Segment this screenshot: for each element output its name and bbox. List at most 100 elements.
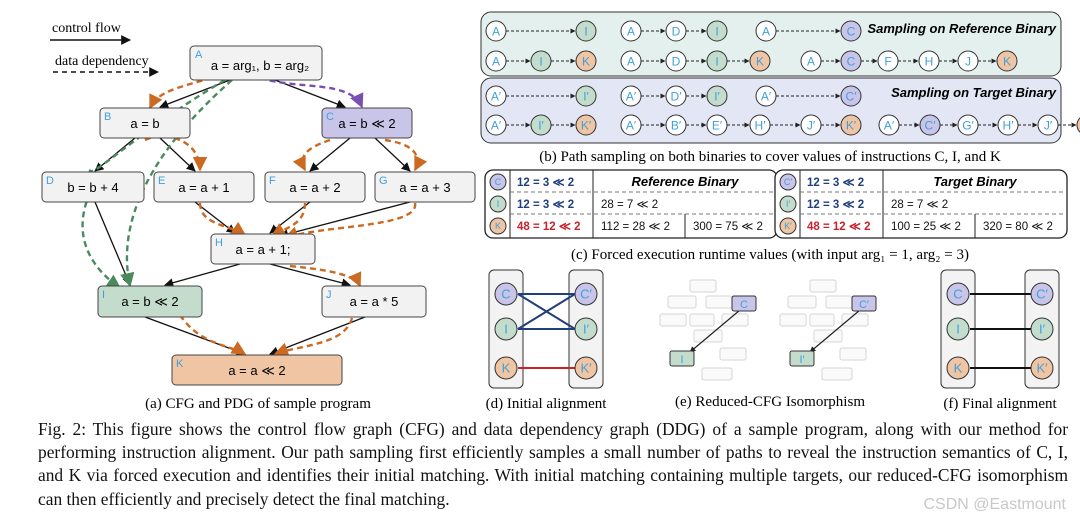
path-node-ref-row2-6-label: K — [756, 54, 764, 68]
align-final-left-2: K — [946, 356, 970, 380]
cfg-node-f-id: F — [269, 175, 276, 187]
path-node-tgt-row2-3-label: A′ — [626, 118, 637, 132]
cfg-node-h-id: H — [215, 237, 223, 249]
cfg-node-e: E a = a + 1 — [153, 171, 255, 203]
path-node-ref-row2-5-label: I — [715, 54, 718, 68]
cfg-node-k-id: K — [176, 358, 184, 370]
path-node-ref-row2-12-label: K — [1003, 54, 1011, 68]
path-node-ref-row2-11: J — [957, 50, 979, 72]
path-node-ref-row1-4-label: I — [715, 24, 718, 38]
path-node-tgt-row2-8: K′ — [840, 114, 862, 136]
iso-tgt-node-i: I′ — [789, 350, 815, 367]
path-node-tgt-row1-6: C′ — [840, 85, 862, 107]
path-node-tgt-row2-10: C′ — [919, 114, 941, 136]
path-node-ref-row1-6: C — [840, 20, 862, 42]
path-node-tgt-row2-4-label: B′ — [671, 118, 682, 132]
table-ref-cell-2-1: 112 = 28 ≪ 2 — [601, 221, 670, 233]
iso-ref-node-i: I — [669, 350, 695, 367]
align-final-right-0: C′ — [1030, 282, 1054, 306]
table-tgt-cell-1-1: 28 = 7 ≪ 2 — [891, 199, 948, 211]
align-init-right-0-label: C′ — [580, 287, 592, 302]
path-node-ref-row2-6: K — [749, 50, 771, 72]
align-final-right-2: K′ — [1030, 356, 1054, 380]
path-node-tgt-row2-14: K′ — [1076, 117, 1080, 133]
path-node-tgt-row2-13-label: J′ — [1044, 118, 1053, 132]
figure-caption: Fig. 2: This figure shows the control fl… — [38, 419, 1068, 509]
path-node-tgt-row2-1-label: I′ — [538, 118, 544, 132]
isomorphism-caption: (e) Reduced-CFG Isomorphism — [675, 394, 865, 410]
path-node-tgt-row2-3: A′ — [620, 114, 642, 136]
table-tgt-row-label-2-label: K′ — [784, 221, 792, 231]
path-node-ref-row2-4-label: D — [672, 54, 681, 68]
cfg-node-k-code: a = a ≪ 2 — [228, 363, 285, 378]
path-node-ref-row1-4: I — [706, 20, 728, 42]
path-node-ref-row2-1: I — [530, 50, 552, 72]
table-ref-cell-0-0: 12 = 3 ≪ 2 — [517, 177, 574, 189]
align-init-left-1-label: I — [504, 322, 508, 337]
path-node-tgt-row2-0-label: A′ — [491, 118, 502, 132]
path-node-tgt-row1-1: I′ — [575, 85, 597, 107]
path-node-ref-row1-0: A — [485, 20, 507, 42]
path-node-tgt-row2-1: I′ — [530, 114, 552, 136]
table-ref-cell-1-0: 12 = 3 ≪ 2 — [517, 199, 574, 211]
cfg-node-f-code: a = a + 2 — [289, 180, 340, 195]
align-init-left-2-label: K — [502, 361, 511, 376]
path-node-tgt-row1-3: D′ — [665, 85, 687, 107]
table-ref-cell-2-0: 48 = 12 ≪ 2 — [517, 221, 581, 233]
path-node-tgt-row2-6: H′ — [749, 114, 771, 136]
path-node-ref-row1-2: A — [620, 20, 642, 42]
path-node-tgt-row1-1-label: I′ — [583, 89, 589, 103]
cfg-node-b: B a = b — [99, 107, 191, 139]
path-node-ref-row1-5: A — [755, 20, 777, 42]
align-init-right-0: C′ — [574, 282, 598, 306]
cfg-node-i: I a = b ≪ 2 — [97, 285, 203, 318]
table-tgt-row-label-1-label: I′ — [786, 199, 791, 209]
table-ref-title: Reference Binary — [632, 174, 740, 189]
iso-ref-node-c-label: C — [740, 299, 748, 311]
cfg-control-edges — [94, 79, 411, 356]
cfg-node-a: A a = arg₁, b = arg₂ — [189, 45, 323, 81]
path-node-ref-row2-1-label: I — [539, 54, 542, 68]
table-tgt-title: Target Binary — [933, 174, 1017, 189]
cfg-node-i-code: a = b ≪ 2 — [121, 294, 178, 309]
cfg-node-g: G a = a + 3 — [374, 171, 476, 203]
table-tgt-row-label-2: K′ — [779, 217, 797, 235]
table-tgt-row-label-0: C′ — [779, 173, 797, 191]
cfg-node-a-code: a = arg₁, b = arg₂ — [211, 58, 309, 73]
path-node-tgt-row1-3-label: D′ — [671, 89, 683, 103]
path-node-tgt-row2-13: J′ — [1037, 114, 1059, 136]
path-node-ref-row2-7-label: A — [807, 54, 815, 68]
align-init-left-0-label: C — [501, 287, 510, 302]
path-node-ref-row2-9: F — [877, 50, 899, 72]
cfg-node-c-id: C — [326, 111, 334, 123]
path-node-tgt-row2-7: J′ — [800, 114, 822, 136]
cfg-node-i-id: I — [102, 289, 105, 301]
legend-control-flow-label: control flow — [52, 21, 122, 36]
isomorphism-nodes: CIC′I′ — [669, 295, 877, 367]
path-node-ref-row1-0-label: A — [492, 24, 500, 38]
cfg-node-a-id: A — [195, 49, 203, 61]
path-node-ref-row2-3: A — [620, 50, 642, 72]
cfg-node-e-id: E — [158, 175, 165, 187]
figure: control flow data dependency — [41, 11, 1080, 412]
cfg-node-k: K a = a ≪ 2 — [171, 354, 343, 386]
path-node-ref-row1-5-label: A — [762, 24, 770, 38]
cfg-node-e-code: a = a + 1 — [178, 180, 229, 195]
cfg-node-c-code: a = b ≪ 2 — [338, 116, 395, 131]
table-tgt-cell-2-0: 48 = 12 ≪ 2 — [807, 221, 871, 233]
sampling-panel: Sampling on Reference Binary Sampling on… — [480, 11, 1080, 165]
cfg-node-d-code: b = b + 4 — [67, 180, 118, 195]
sampling-caption: (b) Path sampling on both binaries to co… — [539, 149, 1001, 165]
cfg-node-h-code: a = a + 1; — [236, 242, 291, 257]
path-node-ref-row1-6-label: C — [847, 24, 856, 38]
path-node-tgt-row2-5-label: E′ — [712, 118, 723, 132]
path-node-tgt-row1-0: A′ — [485, 85, 507, 107]
cfg-node-j-code: a = a * 5 — [350, 294, 399, 309]
cfg-node-g-id: G — [379, 175, 388, 187]
